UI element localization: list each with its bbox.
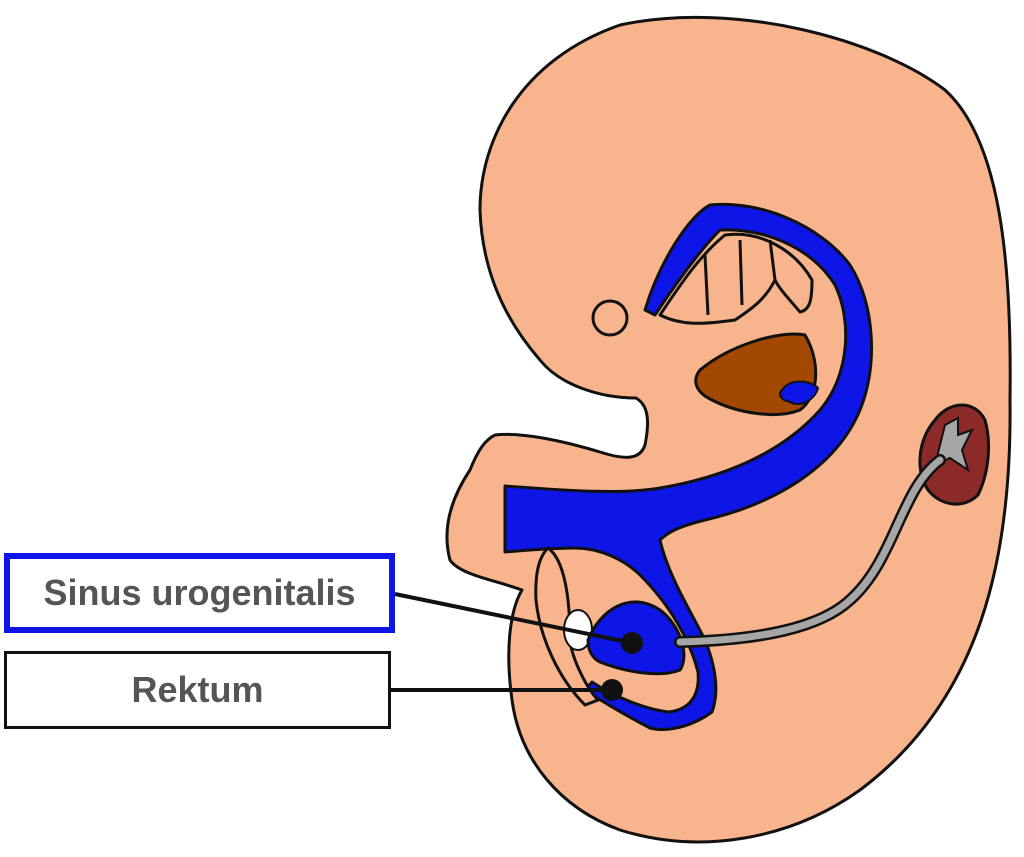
label-rektum-text: Rektum — [131, 669, 263, 711]
label-sinus-urogenitalis: Sinus urogenitalis — [4, 553, 395, 633]
pointer-dot-rektum — [601, 679, 623, 701]
label-rektum: Rektum — [4, 651, 391, 729]
embryo-body — [447, 17, 1010, 842]
label-sinus-text: Sinus urogenitalis — [43, 572, 355, 614]
pointer-dot-sinus — [621, 632, 643, 654]
eye-circle — [593, 301, 627, 335]
